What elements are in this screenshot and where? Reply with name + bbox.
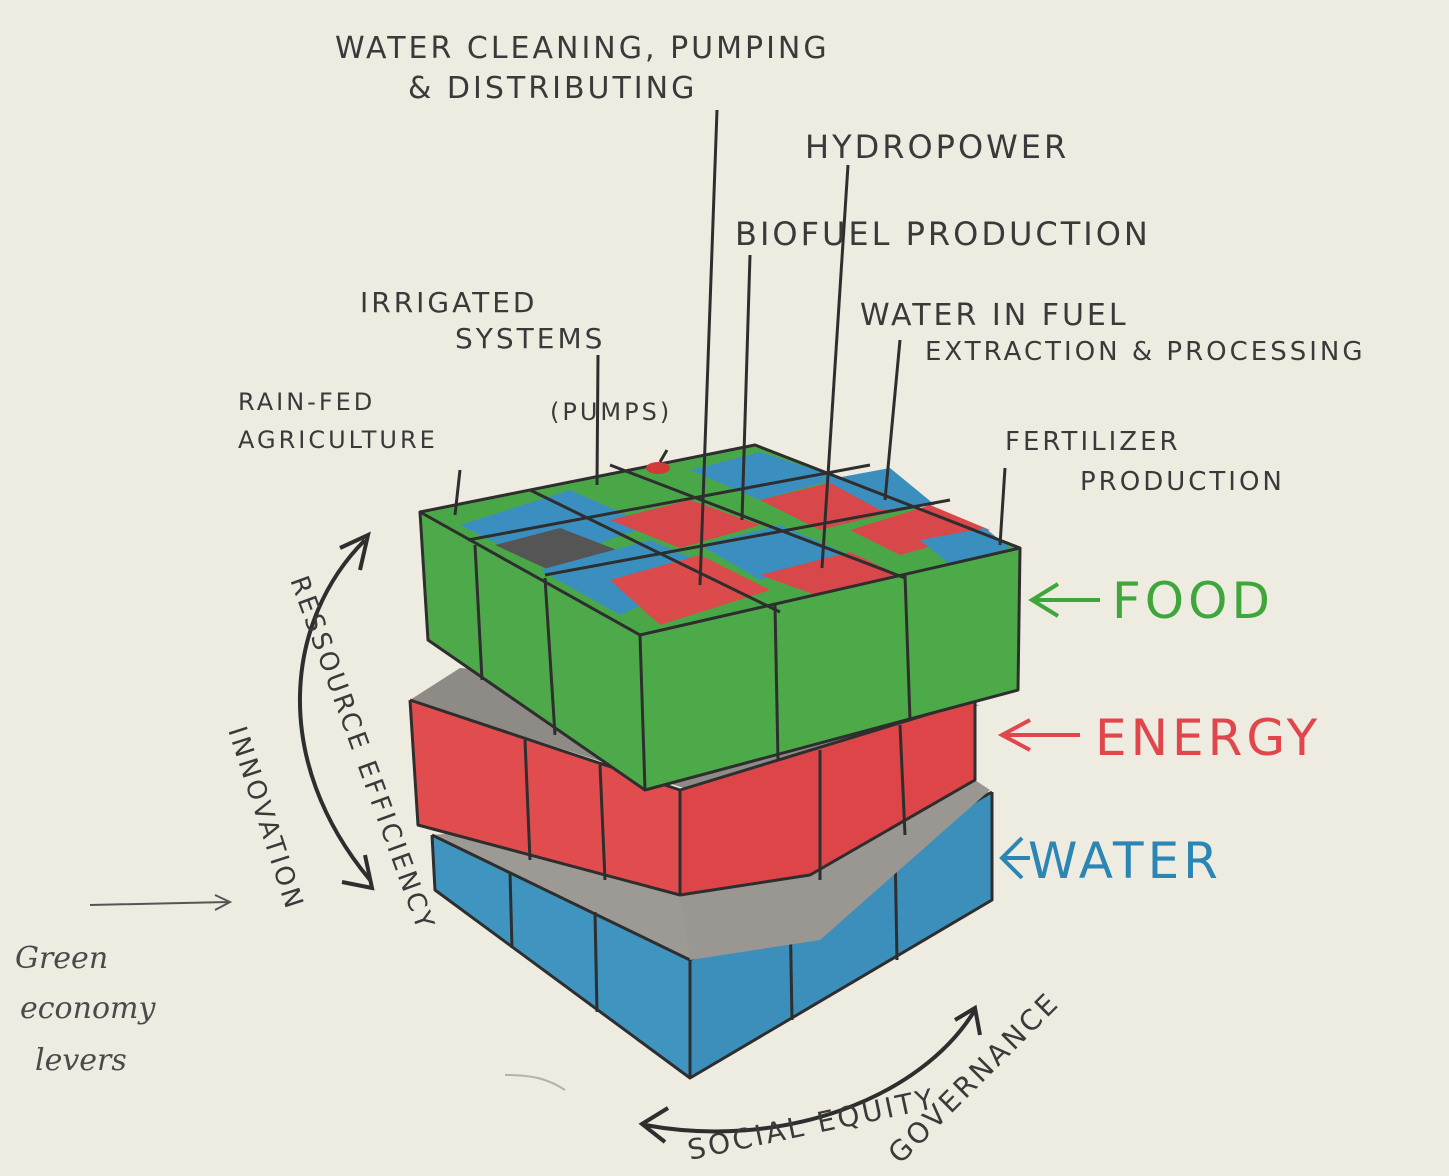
water-layer-left-face xyxy=(432,835,690,1078)
top-tile-blue-6 xyxy=(920,528,1010,565)
food-label: FOOD xyxy=(1112,572,1274,630)
green-levers-1: Green xyxy=(15,941,108,976)
food-layer xyxy=(418,443,1022,792)
left-arc-head-bottom xyxy=(341,854,375,891)
energy-label: ENERGY xyxy=(1095,709,1321,767)
leader-lines xyxy=(453,109,1007,586)
top-tile-blue-3 xyxy=(690,452,840,500)
label-water-cleaning-1: WATER CLEANING, PUMPING xyxy=(335,31,830,66)
label-biofuel: BIOFUEL PRODUCTION xyxy=(735,215,1151,253)
label-hydropower: HYDROPOWER xyxy=(805,128,1069,166)
food-arrow-icon xyxy=(1028,582,1100,618)
energy-layer-left-face xyxy=(410,700,680,895)
left-arc-arrow-icon xyxy=(297,538,372,882)
faint-arc-icon xyxy=(504,1074,566,1091)
labels: WATER CLEANING, PUMPING & DISTRIBUTING H… xyxy=(238,31,1366,497)
label-water-in-fuel-1: WATER IN FUEL xyxy=(860,298,1129,333)
water-layer-right-face xyxy=(690,792,992,1078)
left-arc-text-2: INNOVATION xyxy=(221,723,309,915)
water-label: WATER xyxy=(1028,832,1222,890)
label-fertilizer-2: PRODUCTION xyxy=(1080,467,1285,497)
water-arrow-icon xyxy=(999,836,1030,880)
top-tile-red-5 xyxy=(850,505,990,555)
pumps-dot xyxy=(646,462,670,474)
energy-tag: ENERGY xyxy=(997,709,1321,767)
top-tile-blue-5 xyxy=(825,468,935,510)
label-irrigated-2: SYSTEMS xyxy=(455,322,605,355)
energy-layer-gap xyxy=(680,780,990,960)
green-levers-arrow-icon xyxy=(89,894,233,911)
label-pumps: (PUMPS) xyxy=(550,398,672,426)
bottom-arc-arrow-icon xyxy=(644,1008,977,1134)
energy-arrow-icon xyxy=(997,718,1080,752)
label-rain-fed-1: RAIN-FED xyxy=(238,388,375,416)
label-water-in-fuel-2: EXTRACTION & PROCESSING xyxy=(925,337,1366,367)
label-fertilizer-1: FERTILIZER xyxy=(1005,427,1181,457)
top-tile-red-1 xyxy=(610,555,770,625)
label-water-cleaning-2: & DISTRIBUTING xyxy=(408,71,697,106)
left-arc-head-top xyxy=(339,531,371,571)
bottom-arc-head-left xyxy=(638,1106,670,1144)
green-levers-3: levers xyxy=(35,1043,127,1078)
label-irrigated-1: IRRIGATED xyxy=(360,286,537,319)
layer-tags: FOOD ENERGY WATER xyxy=(997,572,1321,890)
water-tag: WATER xyxy=(999,832,1222,890)
food-right-face xyxy=(640,548,1020,790)
green-levers-2: economy xyxy=(20,991,156,1026)
top-tile-red-2 xyxy=(610,500,760,548)
label-rain-fed-2: AGRICULTURE xyxy=(238,426,438,454)
bottom-arc-head-right xyxy=(953,1004,982,1036)
food-tag: FOOD xyxy=(1028,572,1274,630)
